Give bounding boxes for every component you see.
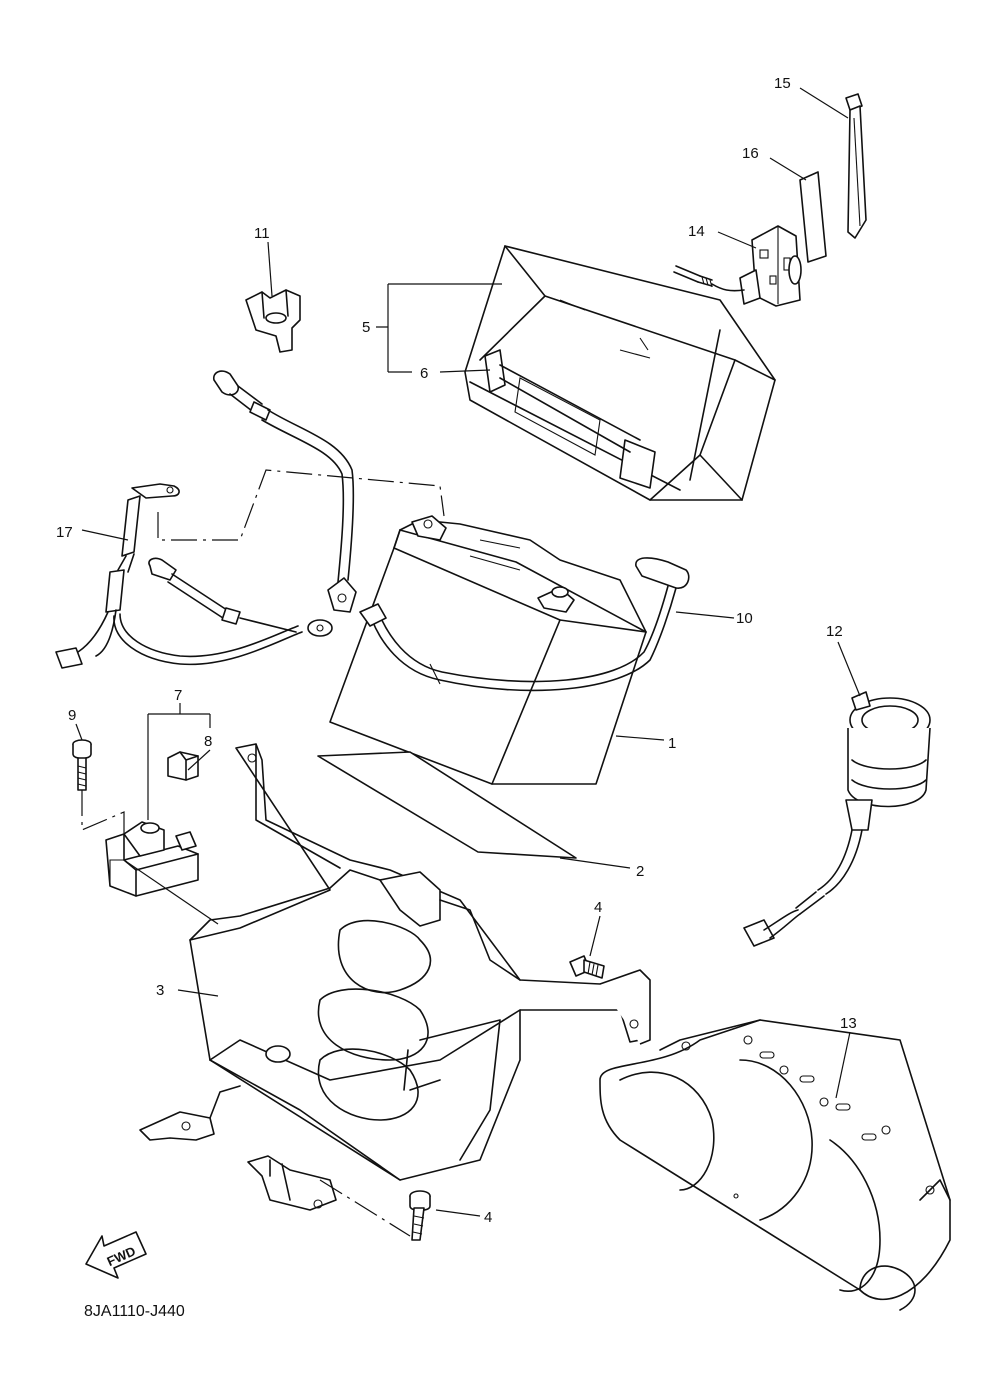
leader-lines: [75, 87, 861, 1217]
callout-4-lower: 4: [484, 1209, 492, 1226]
callout-8: 8: [204, 733, 212, 750]
callout-4-upper: 4: [594, 899, 602, 916]
part-7-relay: [105, 821, 199, 897]
assembly-lines: [81, 469, 445, 1237]
callout-10: 10: [736, 610, 753, 627]
part-8-fuse: [167, 751, 199, 781]
part-12-accessory-socket: [743, 691, 931, 947]
part-4-bolt-lower: [409, 1190, 431, 1241]
part-17-wire-harness: [55, 483, 333, 669]
callout-17: 17: [56, 524, 73, 541]
part-2-battery-pad: [317, 751, 577, 859]
part-16-pad: [799, 171, 827, 263]
callout-2: 2: [636, 863, 644, 880]
callout-7: 7: [174, 687, 182, 704]
part-11-clamp: [245, 289, 301, 353]
part-14-sensor: [673, 225, 802, 307]
part-10-battery-cable: [359, 557, 690, 692]
part-4-bolt-upper: [569, 955, 605, 979]
callout-labels: 15 16 14 11 5 6 17 10 12 7 9 8 1 2 4 3 1…: [56, 75, 857, 1226]
callout-15: 15: [774, 75, 791, 92]
drawing-code: 8JA1110-J440: [84, 1303, 185, 1320]
part-15-cable-tie: [845, 93, 867, 239]
fwd-arrow: FWD: [85, 1231, 147, 1279]
callout-14: 14: [688, 223, 705, 240]
callout-3: 3: [156, 982, 164, 999]
part-5-battery-cover: [464, 245, 776, 501]
callout-5: 5: [362, 319, 370, 336]
callout-9: 9: [68, 707, 76, 724]
part-3-battery-box: [139, 743, 651, 1211]
part-9-bolt: [72, 739, 92, 791]
callout-1: 1: [668, 735, 676, 752]
callout-6: 6: [420, 365, 428, 382]
callout-11: 11: [254, 225, 270, 242]
callout-13: 13: [840, 1015, 857, 1032]
battery-negative-cable: [212, 370, 357, 613]
callout-16: 16: [742, 145, 759, 162]
part-13-heat-protector: [599, 1019, 951, 1311]
callout-12: 12: [826, 623, 843, 640]
part-1-battery: [329, 515, 647, 785]
